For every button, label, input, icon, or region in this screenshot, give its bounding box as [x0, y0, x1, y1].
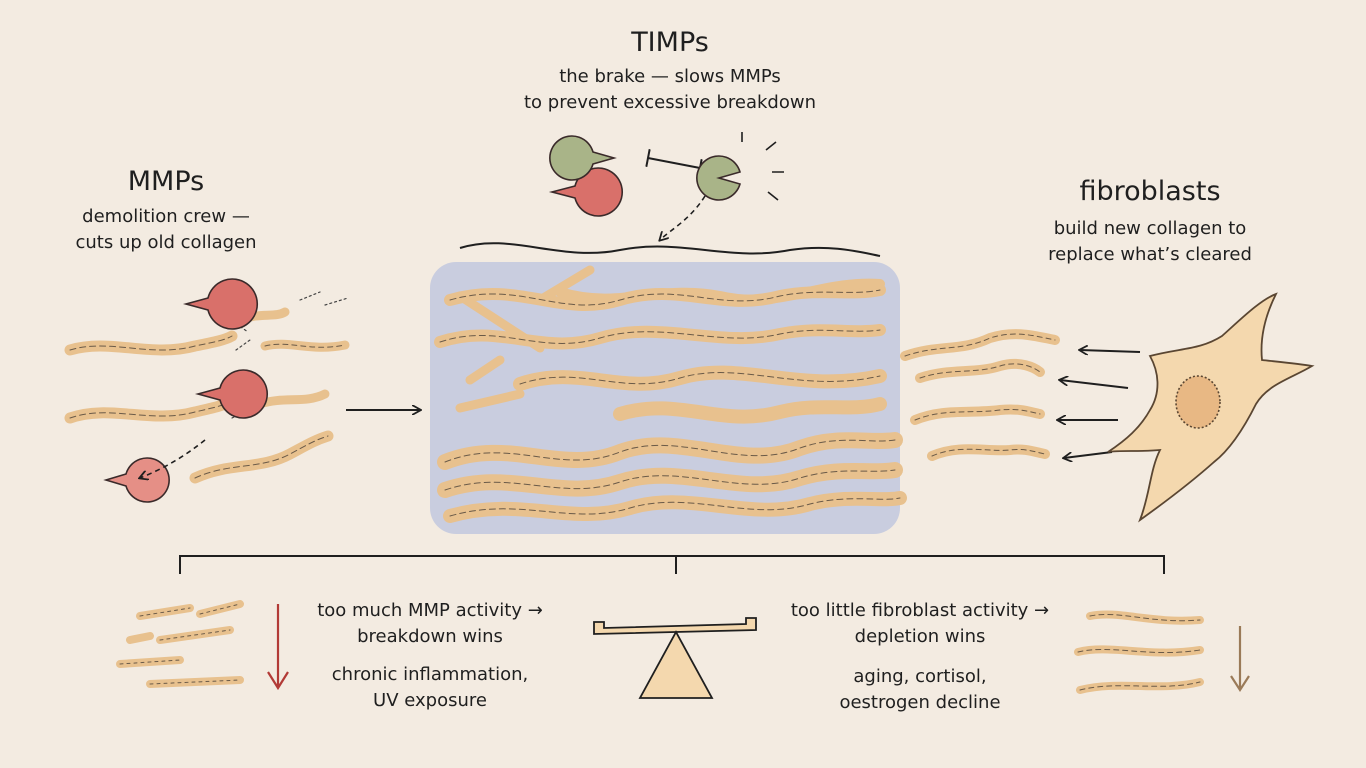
matrix-fibers	[434, 265, 907, 523]
inhibited-mmp-enzyme	[696, 155, 741, 201]
timp-group	[548, 132, 784, 240]
imbalance-right-cause2: oestrogen decline	[839, 692, 1001, 713]
inhibited-sparkle	[741, 132, 784, 201]
mmp-enzyme	[182, 278, 258, 330]
fibroblasts-title: fibroblasts	[1079, 176, 1221, 207]
fibroblast-group	[900, 292, 1315, 523]
fibroblast-arrow	[1060, 380, 1129, 389]
timp-enzyme	[549, 135, 617, 181]
intact-collagen-fiber	[189, 430, 334, 484]
new-collagen-fibers	[900, 329, 1060, 461]
inhibition-line	[645, 148, 703, 178]
breakdown-down-arrow	[267, 604, 289, 691]
mmp-collagen-group	[64, 278, 350, 503]
imbalance-left-line1: too much MMP activity →	[317, 600, 543, 621]
bottom-bracket	[179, 555, 1165, 574]
timps-desc-line2: to prevent excessive breakdown	[523, 92, 816, 113]
mmp-enzyme-released	[103, 457, 170, 503]
mmps-title: MMPs	[127, 166, 205, 197]
imbalance-right-line1: too little fibroblast activity →	[790, 600, 1050, 621]
mmps-desc-line2: cuts up old collagen	[75, 232, 257, 253]
collagen-matrix	[430, 242, 907, 534]
fragmented-collagen	[116, 600, 244, 688]
matrix-surface-line	[459, 242, 881, 257]
imbalance-left-line2: breakdown wins	[357, 626, 503, 647]
fibroblast-nucleus	[1175, 375, 1221, 429]
mmp-enzyme	[194, 369, 269, 419]
seesaw-icon	[593, 617, 757, 699]
timp-arrow	[660, 195, 706, 240]
broken-collagen-fiber	[64, 389, 330, 424]
timps-title: TIMPs	[631, 27, 709, 58]
imbalance-right-line2: depletion wins	[854, 626, 986, 647]
fibroblast-arrow	[1080, 350, 1141, 352]
fibroblasts-desc-line1: build new collagen to	[1053, 218, 1247, 239]
fibroblast-arrow	[1064, 451, 1113, 458]
imbalance-left-cause1: chronic inflammation,	[331, 664, 529, 685]
mmps-desc-line1: demolition crew —	[82, 206, 250, 227]
fibroblasts-desc-line2: replace what’s cleared	[1048, 244, 1252, 265]
imbalance-right-cause1: aging, cortisol,	[853, 666, 987, 687]
timps-desc-line1: the brake — slows MMPs	[559, 66, 781, 87]
release-arrow	[140, 439, 206, 478]
imbalance-left-cause2: UV exposure	[373, 690, 487, 711]
sparse-collagen	[1074, 610, 1204, 694]
depletion-down-arrow	[1230, 626, 1250, 693]
